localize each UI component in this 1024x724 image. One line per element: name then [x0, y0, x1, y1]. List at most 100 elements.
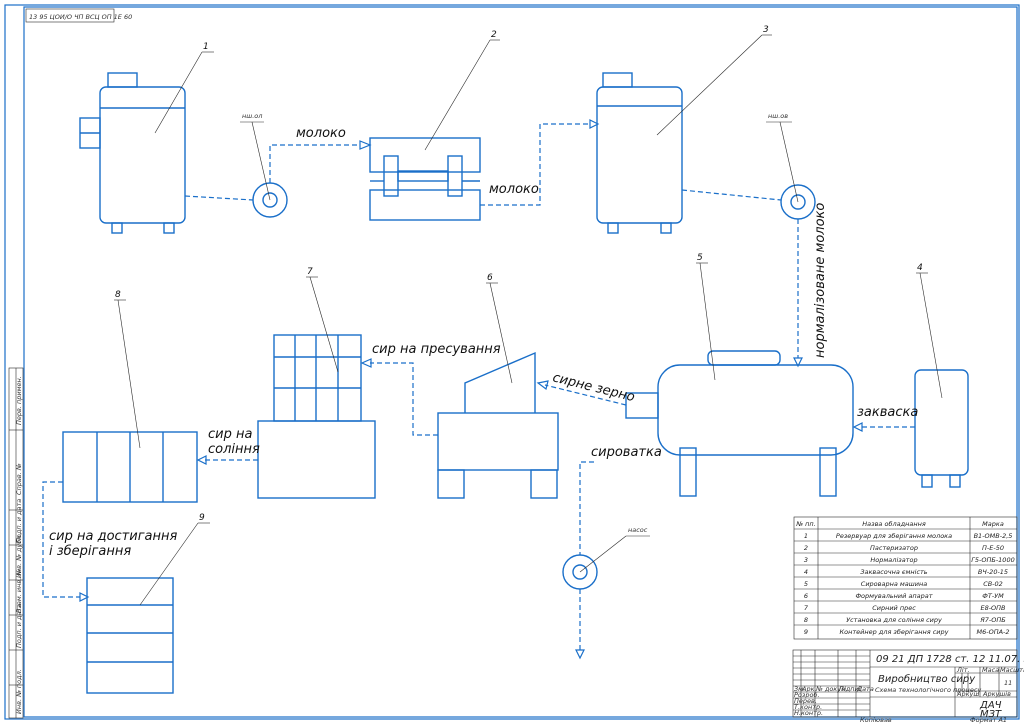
- stamp-row-head-3: Н.контр.: [794, 709, 823, 717]
- spec-table-cell: 4: [804, 568, 808, 576]
- spec-table-cell: В1-ОМВ-2,5: [974, 532, 1013, 540]
- title-block: 09 21 ДП 1728 ст. 12 11.07. 56 СТ Виробн…: [792, 649, 1024, 720]
- stamp-doc-code: 09 21 ДП 1728 ст. 12 11.07. 56 СТ: [876, 654, 1024, 665]
- svg-text:Инв. № подл.: Инв. № подл.: [15, 669, 23, 714]
- spec-table-cell: 8: [804, 616, 808, 624]
- spec-table-cell: 7: [804, 604, 809, 612]
- stamp-org-1: ДАЧ: [979, 700, 1002, 711]
- starter-tank: [914, 369, 969, 488]
- spec-table-cell: П-Е-50: [982, 544, 1004, 552]
- flow-label-milk-1: молоко: [296, 126, 346, 141]
- flow-label-cheese-salting-1: сир на: [208, 427, 252, 442]
- spec-table-cell: Формувальний апарат: [855, 592, 932, 600]
- spec-table-cell: Сирний прес: [872, 604, 916, 612]
- svg-text:Подп. и дата: Подп. и дата: [15, 499, 23, 543]
- corner-code-box: [25, 8, 115, 23]
- spec-table-cell: 2: [804, 544, 808, 552]
- flow-label-cheese-ripening-2: і зберігання: [49, 544, 131, 559]
- storage-container: [86, 577, 174, 694]
- spec-table-header: Назва обладнання: [862, 520, 926, 528]
- spec-table-header: Марка: [982, 520, 1004, 528]
- spec-table-cell: ФТ-УМ: [982, 592, 1004, 600]
- cheese-vat: [625, 350, 854, 497]
- pasteurizer: [369, 137, 481, 221]
- outer-border: [4, 4, 1020, 720]
- equipment-number-5: 5: [697, 253, 703, 263]
- equipment-number-4: 4: [917, 263, 923, 273]
- equipment-number-6: 6: [487, 273, 493, 283]
- spec-table-cell: ВЧ-20-15: [978, 568, 1008, 576]
- inner-border: [23, 6, 1018, 718]
- stamp-row-head-0: Розроб.: [794, 691, 820, 699]
- flow-label-whey: сироватка: [591, 445, 662, 460]
- stamp-lit-head-1: Маса: [982, 666, 999, 674]
- spec-table-cell: Контейнер для зберігання сиру: [840, 628, 949, 636]
- stamp-col-head-2: № докум.: [815, 685, 848, 693]
- stamp-lit-head-0: Літ.: [956, 666, 970, 674]
- spec-table-cell: Я7-ОПБ: [979, 616, 1006, 624]
- svg-text:Справ. №: Справ. №: [15, 463, 23, 495]
- flow-label-milk-2: молоко: [489, 182, 539, 197]
- spec-table-cell: Установка для соління сиру: [846, 616, 942, 624]
- equipment-number-1: 1: [203, 42, 209, 52]
- stamp-col-head-4: Дата: [856, 685, 874, 693]
- stamp-col-head-3: Підпис: [839, 685, 863, 693]
- spec-table-header: № пп.: [795, 520, 815, 528]
- stamp-title-1: Виробництво сиру: [878, 673, 976, 685]
- spec-table-cell: Нормалізатор: [870, 556, 917, 564]
- svg-text:Инв. № дубл.: Инв. № дубл.: [15, 534, 23, 578]
- spec-table-cell: Резервуар для зберігання молока: [836, 532, 952, 540]
- stamp-bottom-right: Формат А1: [970, 716, 1007, 724]
- equipment-number-7: 7: [307, 267, 313, 277]
- equipment-number-9: 9: [199, 513, 205, 523]
- stamp-col-head-0: Зм.: [794, 685, 805, 693]
- forming-apparatus: [437, 351, 559, 499]
- cheese-press: [257, 334, 376, 499]
- flow-label-curd-grain: сирне зерно: [551, 370, 636, 405]
- flow-label-cheese-pressing: сир на пресування: [372, 342, 501, 357]
- spec-table-cell: Сироварна машина: [861, 580, 927, 588]
- spec-table-cell: СВ-02: [983, 580, 1003, 588]
- normalizer-tank: [596, 72, 683, 234]
- salting-unit: [62, 431, 198, 503]
- flow-label-cheese-ripening-1: сир на достигання: [49, 529, 177, 544]
- spec-table: № пп. Назва обладнання Марка 1 Резервуар для…: [793, 516, 1018, 640]
- spec-table-cell: 1: [804, 532, 808, 540]
- spec-table-cell: 3: [804, 556, 808, 564]
- left-side-stamp: Перв. примен. Справ. № Подп. и дата Инв.…: [8, 367, 24, 719]
- spec-table-cell: Заквасочна ємність: [860, 568, 927, 576]
- pump-2-label: нш.ов: [768, 112, 788, 120]
- svg-text:Взам. инв. №: Взам. инв. №: [15, 569, 23, 613]
- flow-label-cheese-salting-2: соління: [208, 442, 260, 457]
- spec-table-cell: Пастеризатор: [870, 544, 918, 552]
- stamp-row-head-2: Т.контр.: [794, 703, 822, 711]
- spec-table-cell: 5: [804, 580, 808, 588]
- flow-label-starter: закваска: [857, 405, 918, 420]
- spec-table-cell: 9: [804, 628, 808, 636]
- spec-table-cell: 6: [804, 592, 808, 600]
- spec-table-cell: Е8-ОПВ: [980, 604, 1006, 612]
- stamp-row-head-1: Перев.: [794, 697, 817, 705]
- stamp-org-2: МЗТ: [980, 709, 1002, 720]
- stamp-lit-head-2: Масштаб: [1000, 666, 1024, 674]
- stamp-sheet-no: 11: [1004, 679, 1012, 687]
- spec-table-cell: М6-ОПА-2: [976, 628, 1009, 636]
- equipment-number-8: 8: [115, 290, 121, 300]
- stamp-title-2: Схема технологічного процесу: [875, 686, 981, 694]
- flow-label-normalized-milk: нормалізоване молоко: [813, 203, 828, 358]
- pump-1-label: нш.ол: [242, 112, 262, 120]
- stamp-col-head-1: Арк.: [801, 685, 817, 693]
- svg-text:Перв. примен.: Перв. примен.: [15, 376, 23, 425]
- equipment-number-2: 2: [491, 30, 497, 40]
- flow-lines: [42, 119, 915, 660]
- receiver-tank-1: [79, 72, 186, 234]
- equipment-number-3: 3: [763, 25, 769, 35]
- stamp-sheet-head-0: Аркуш: [956, 690, 979, 698]
- svg-text:Подп. и дата: Подп. и дата: [15, 604, 23, 648]
- stamp-bottom-left: Копіював: [860, 716, 892, 724]
- corner-code: 13 95 ЦОИ/О ЧП ВСЦ ОП 1Е 60: [29, 13, 132, 21]
- stamp-sheet-head-1: Аркушів: [982, 690, 1011, 698]
- pump-3-label: насос: [628, 526, 648, 534]
- spec-table-cell: Г5-ОПБ-1000: [971, 556, 1014, 564]
